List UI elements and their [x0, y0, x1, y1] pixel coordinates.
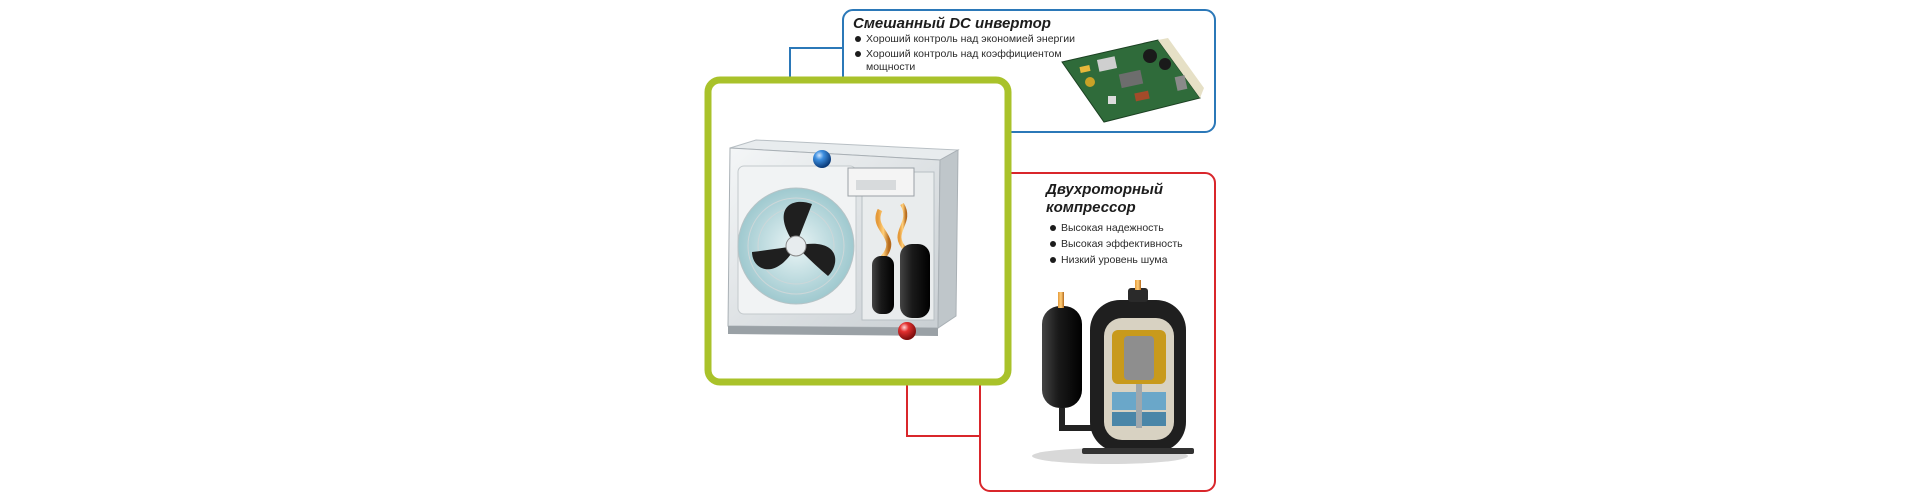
compressor-bullet-1: Высокая надежность [1061, 222, 1164, 234]
red-sphere-marker-icon [898, 322, 916, 340]
compressor-callout-title-line1: Двухроторный [1044, 181, 1163, 198]
circuit-board-icon [1061, 38, 1204, 123]
compressor-callout-title-line2: компрессор [1046, 199, 1136, 216]
blue-sphere-marker-icon [813, 150, 831, 168]
inverter-bullet-2: Хороший контроль над коэффициентом [866, 48, 1062, 60]
compressor-bullet-2: Высокая эффективность [1061, 238, 1183, 250]
compressor-bullet-3: Низкий уровень шума [1061, 254, 1168, 266]
inverter-callout-title: Смешанный DC инвертор [853, 15, 1051, 32]
inverter-bullet-1: Хороший контроль над экономией энергии [866, 33, 1075, 45]
air-conditioner-outdoor-unit-icon [727, 139, 960, 336]
rotary-compressor-icon [1032, 280, 1194, 464]
compressor-bullet-dot-3 [1050, 257, 1056, 263]
inverter-bullet-dot-1 [855, 36, 861, 42]
inverter-bullet-dot-2 [855, 51, 861, 57]
compressor-bullet-dot-1 [1050, 225, 1056, 231]
compressor-callout: Двухроторный компрессор Высокая надежнос… [979, 172, 1216, 492]
fan-icon [737, 187, 855, 305]
compressor-bullet-dot-2 [1050, 241, 1056, 247]
inverter-bullet-2-continued: мощности [866, 61, 915, 73]
